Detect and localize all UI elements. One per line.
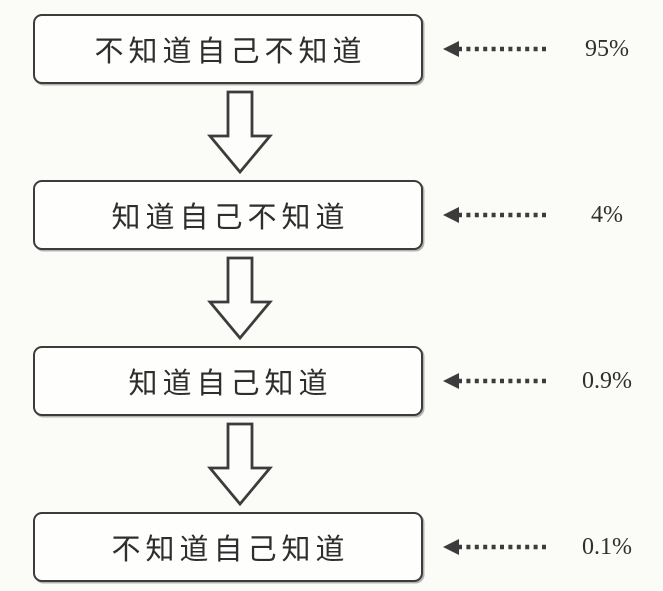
down-arrow-icon <box>0 250 663 346</box>
flow-box-4: 不知道自己知道 <box>33 512 423 582</box>
percent-label-2: 4% <box>591 201 623 228</box>
flow-box-3-label: 知道自己知道 <box>128 368 333 400</box>
dotted-arrow-left-icon <box>443 539 549 555</box>
flow-box-1: 不知道自己不知道 <box>33 14 423 84</box>
flow-box-2-label: 知道自己不知道 <box>111 202 350 234</box>
flow-box-4-label: 不知道自己知道 <box>111 534 350 566</box>
flow-row-3: 知道自己知道 0.9% <box>0 346 663 416</box>
flow-box-2: 知道自己不知道 <box>33 180 423 250</box>
dotted-arrow-left-icon <box>443 207 549 223</box>
down-arrow-icon <box>0 84 663 180</box>
flow-row-1: 不知道自己不知道 95% <box>0 14 663 84</box>
flow-box-1-label: 不知道自己不知道 <box>94 36 367 68</box>
percent-label-3: 0.9% <box>582 367 632 394</box>
flow-row-4: 不知道自己知道 0.1% <box>0 512 663 582</box>
dotted-arrow-left-icon <box>443 41 549 57</box>
down-arrow-icon <box>0 416 663 512</box>
flow-row-2: 知道自己不知道 4% <box>0 180 663 250</box>
dotted-arrow-left-icon <box>443 373 549 389</box>
percent-label-4: 0.1% <box>582 533 632 560</box>
percent-label-1: 95% <box>585 35 629 62</box>
flow-box-3: 知道自己知道 <box>33 346 423 416</box>
